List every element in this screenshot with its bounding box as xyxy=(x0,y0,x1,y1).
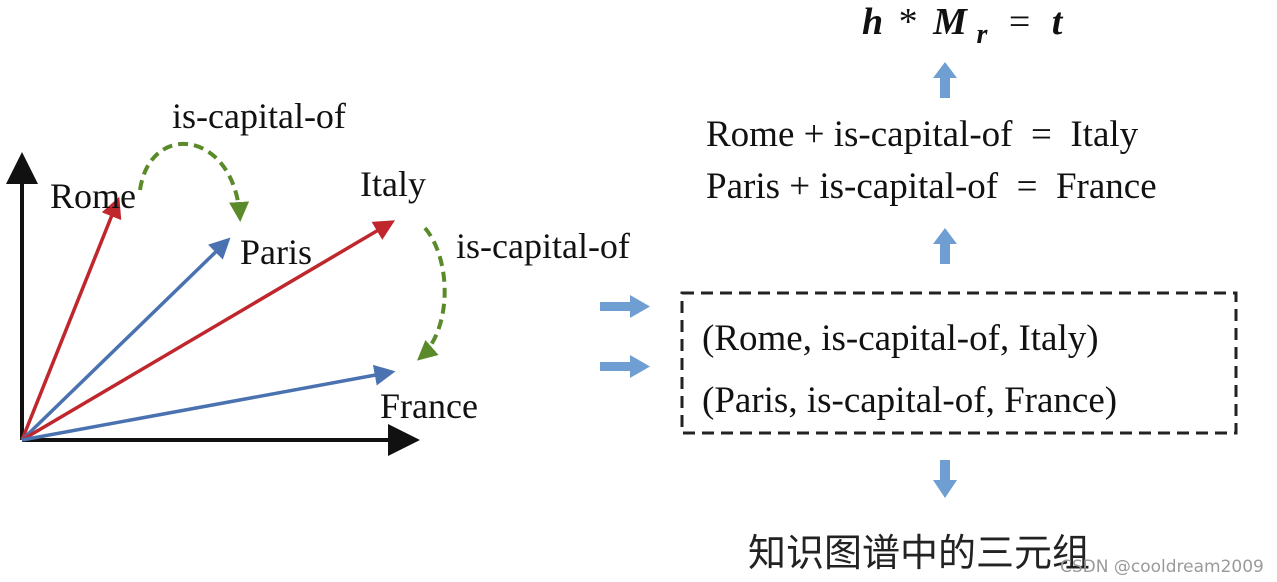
up-arrow-icon xyxy=(933,228,957,264)
rome-vector xyxy=(20,196,122,441)
france-label: France xyxy=(380,386,478,426)
italy-to-france-relation-curve xyxy=(416,226,447,361)
rome-label: Rome xyxy=(50,176,136,216)
watermark: CSDN @cooldream2009 xyxy=(1060,557,1264,577)
triple-rome: (Rome, is-capital-of, Italy) xyxy=(702,318,1099,359)
entity-vectors xyxy=(20,196,396,442)
right-arrow-icon xyxy=(600,295,650,318)
right-arrow-icon xyxy=(600,355,650,378)
equation-rome: Rome + is-capital-of = Italy xyxy=(706,114,1139,155)
relation-curves xyxy=(138,141,447,361)
formula-equals: = xyxy=(1009,1,1030,43)
down-arrow-icon xyxy=(933,460,957,498)
italy-vector xyxy=(21,220,396,442)
relation-label-top: is-capital-of xyxy=(172,96,346,136)
france-vector xyxy=(21,364,396,442)
formula-subscript: r xyxy=(976,19,988,50)
triple-paris: (Paris, is-capital-of, France) xyxy=(702,380,1117,421)
formula-op: * xyxy=(899,1,918,43)
equation-paris: Paris + is-capital-of = France xyxy=(706,166,1157,207)
italy-label: Italy xyxy=(360,164,426,204)
formula: h * M r = t xyxy=(862,1,1064,52)
axes xyxy=(6,152,420,456)
formula-m: M xyxy=(932,1,968,43)
rome-to-paris-relation-curve xyxy=(138,141,250,222)
triples-box xyxy=(680,291,1238,435)
relation-label-right: is-capital-of xyxy=(456,226,630,266)
caption: 知识图谱中的三元组 xyxy=(748,531,1090,575)
up-arrow-icon xyxy=(933,62,957,98)
formula-h: h xyxy=(862,1,883,43)
formula-t: t xyxy=(1052,1,1064,43)
paris-label: Paris xyxy=(240,232,312,272)
flow-arrows-left xyxy=(600,295,650,378)
paris-vector xyxy=(20,237,231,442)
